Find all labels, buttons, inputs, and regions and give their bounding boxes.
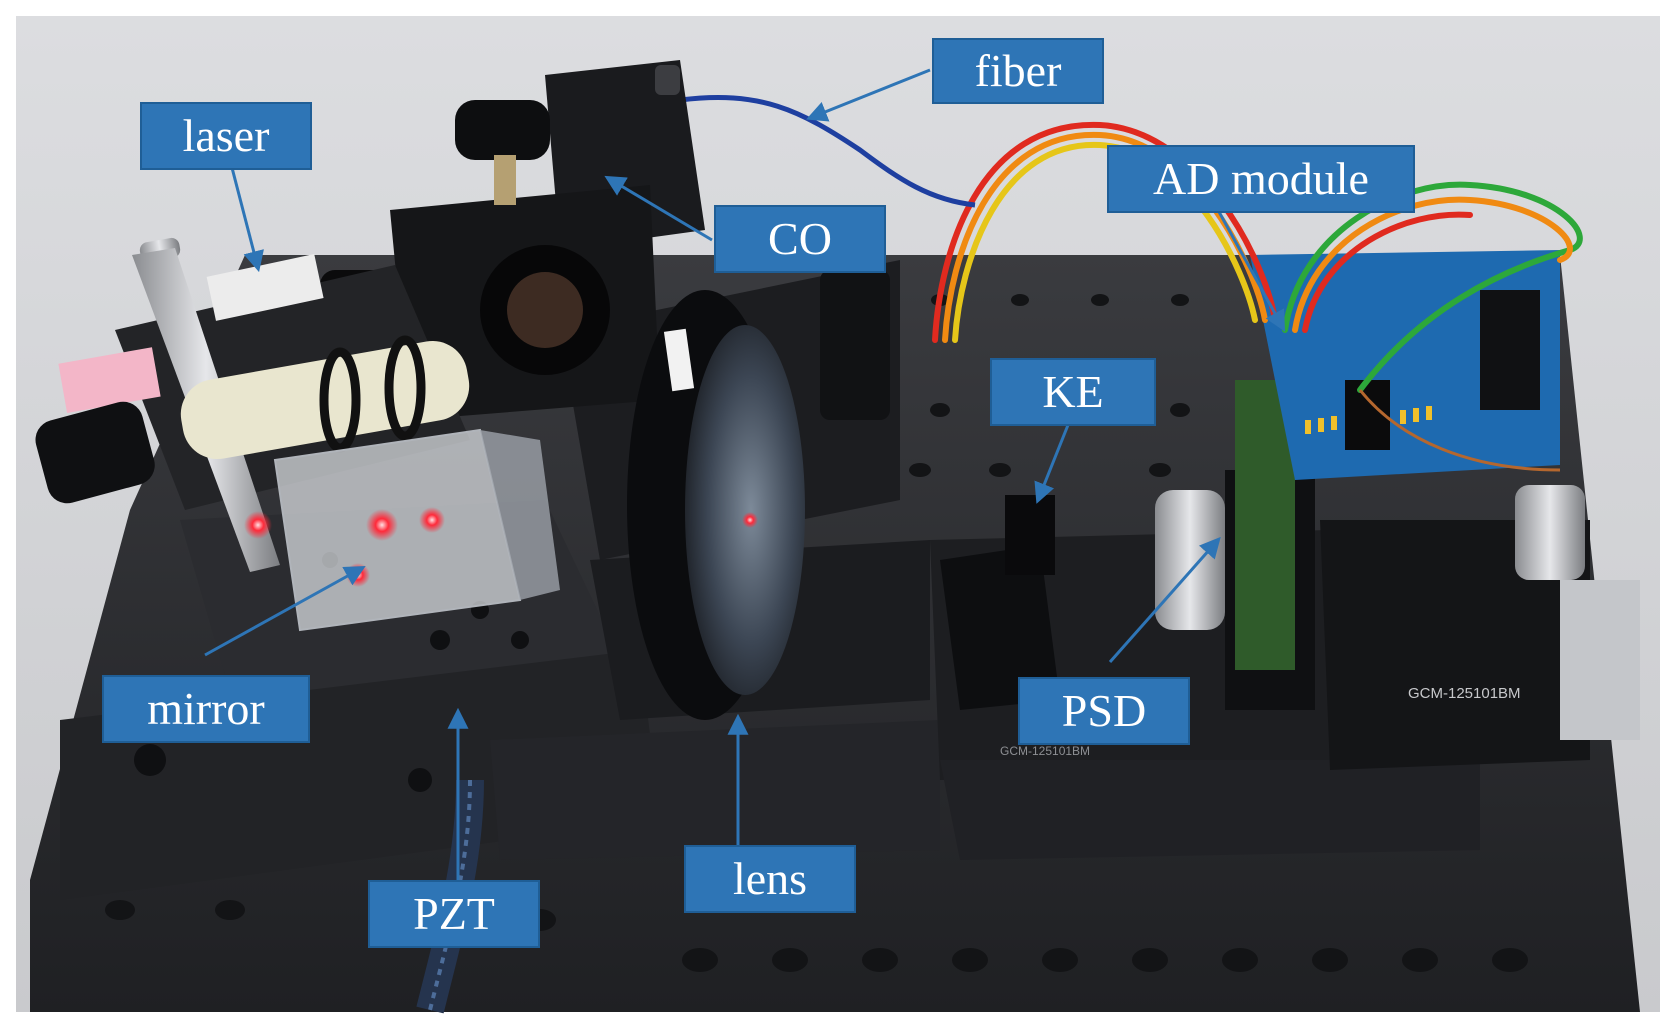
co-knob-top — [455, 100, 550, 160]
arrow-ke — [1034, 419, 1072, 504]
label-pzt: PZT — [368, 880, 540, 948]
base-plate-right — [940, 760, 1480, 860]
arrow-ad-module — [1216, 209, 1286, 332]
mirror-cube — [273, 428, 522, 632]
arrow-mirror — [204, 565, 366, 657]
ribbon-cable — [932, 121, 1583, 393]
laser-spot-1 — [244, 511, 272, 539]
pcb-header — [1480, 290, 1540, 410]
arrow-psd — [1108, 536, 1221, 663]
rail-slot — [820, 270, 890, 420]
lens-spot — [742, 512, 758, 528]
o-ring-right — [384, 335, 426, 441]
micrometer-barrel — [1515, 485, 1585, 580]
micrometer-bracket — [1560, 580, 1640, 740]
label-laser: laser — [140, 102, 312, 170]
co-lens-glass — [507, 272, 583, 348]
pcb-pins — [1305, 406, 1432, 434]
breadboard-holes — [105, 294, 1528, 972]
knife-edge-blade — [1005, 495, 1055, 575]
arrow-laser — [228, 159, 264, 273]
psd-clamp — [1155, 490, 1225, 630]
laser-tag — [58, 347, 161, 413]
label-fiber: fiber — [932, 38, 1104, 104]
knife-edge-mount — [940, 545, 1060, 710]
base-plate-centre — [490, 720, 940, 860]
fiber-cable — [679, 95, 976, 208]
copper-wire — [1358, 389, 1561, 472]
laser-label — [206, 254, 324, 321]
lens-glass — [685, 325, 805, 695]
annotation-arrows — [204, 68, 1286, 880]
co-adjuster — [655, 65, 680, 95]
label-ke: KE — [990, 358, 1156, 426]
arrow-co — [604, 175, 713, 242]
label-lens: lens — [684, 845, 856, 913]
arrow-fiber — [806, 68, 931, 122]
co-knob-screw — [494, 155, 516, 205]
laser-spot-2 — [366, 509, 398, 541]
mirror-cube-side — [480, 430, 560, 600]
label-co: CO — [714, 205, 886, 273]
stage-marking-middle: GCM-125101BM — [1000, 744, 1090, 758]
laser-spot-3 — [419, 507, 445, 533]
stage-marking-right: GCM-125101BM — [1408, 685, 1521, 702]
o-ring-left — [319, 347, 361, 453]
laser-head — [35, 401, 155, 504]
lens-sticker — [663, 328, 695, 392]
label-mirror: mirror — [102, 675, 310, 743]
label-psd: PSD — [1018, 677, 1190, 745]
label-ad-module: AD module — [1107, 145, 1415, 213]
micrometer-stage — [1320, 520, 1590, 770]
pzt-cable-braid — [428, 779, 472, 1011]
